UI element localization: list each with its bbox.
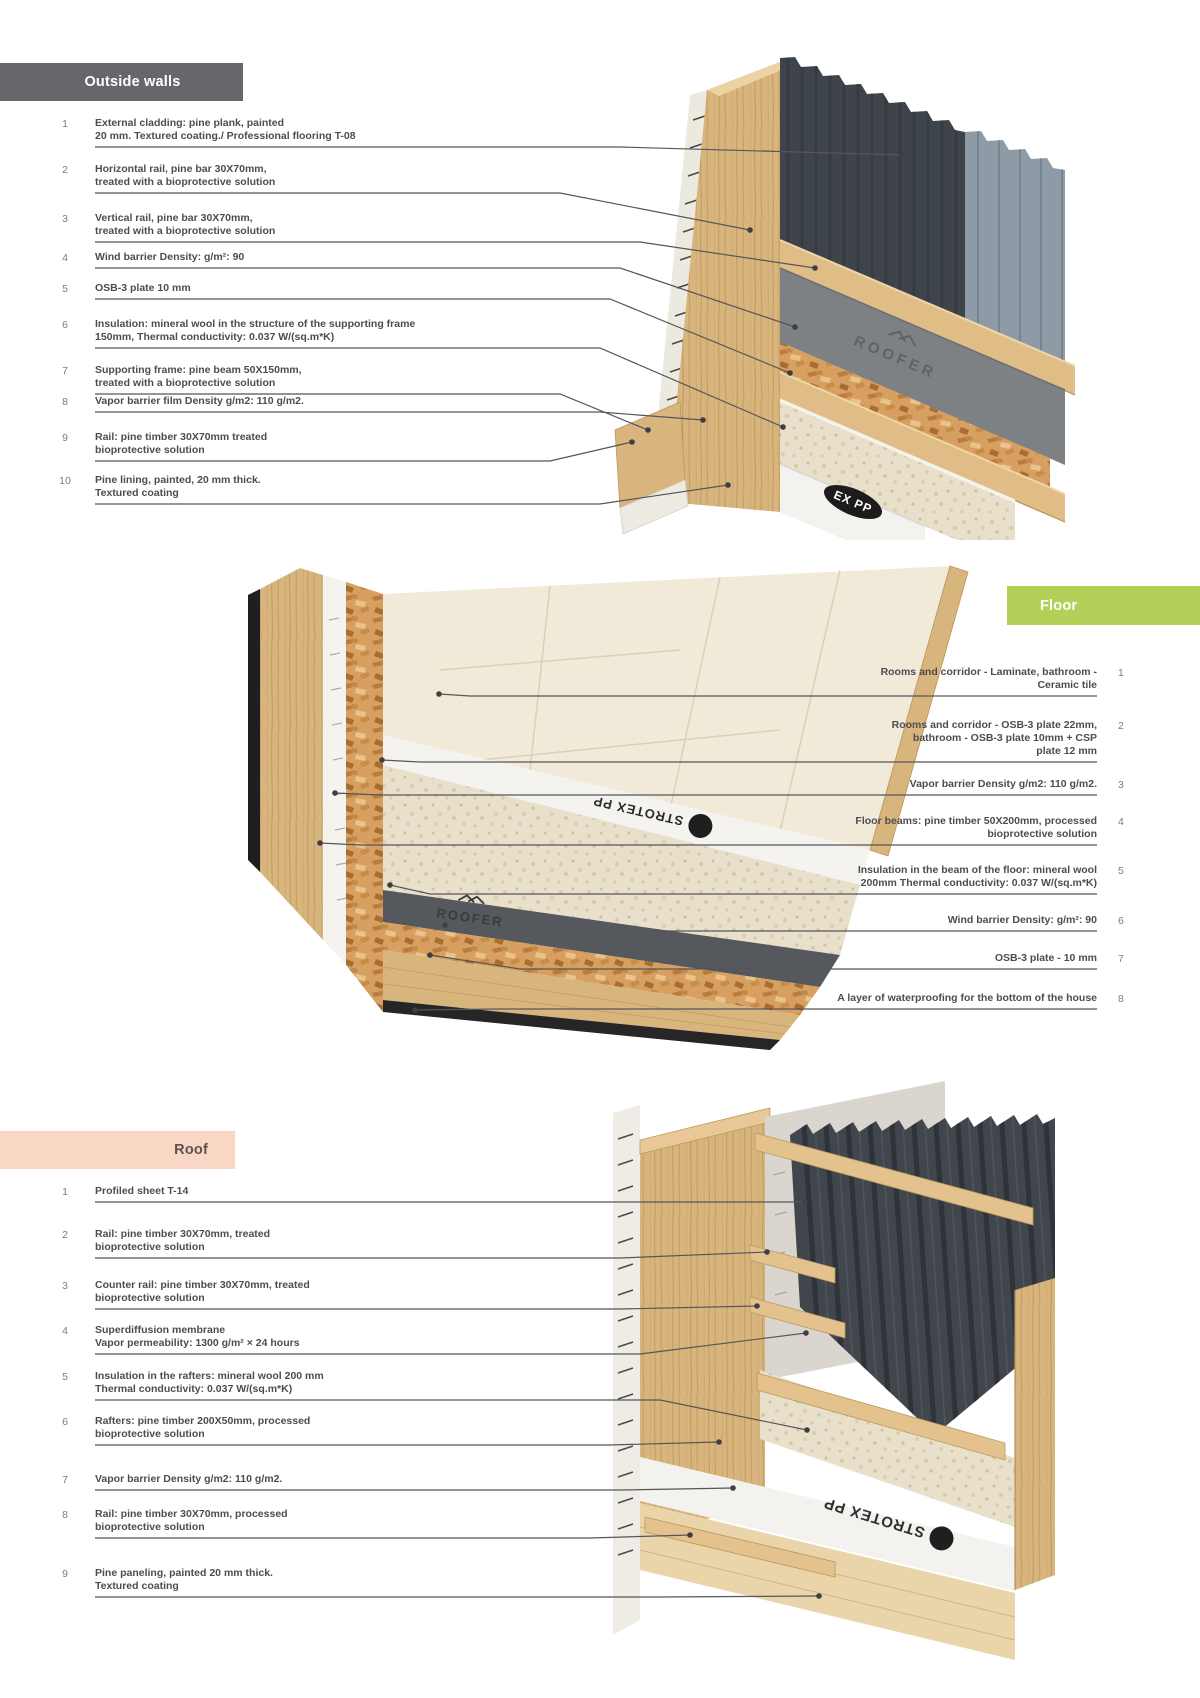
item-text: Counter rail: pine timber 30X70mm, treat… xyxy=(95,1279,310,1304)
item-number: 3 xyxy=(62,1280,68,1292)
item-text: Supporting frame: pine beam 50X150mm, tr… xyxy=(95,364,302,389)
item-number: 9 xyxy=(62,432,68,444)
roof-lining-strip xyxy=(613,1105,640,1635)
item-text: Pine paneling, painted 20 mm thick. Text… xyxy=(95,1567,273,1592)
item-number: 6 xyxy=(62,319,68,331)
item-number: 4 xyxy=(1118,816,1124,828)
item-number: 6 xyxy=(1118,915,1124,927)
item-text: External cladding: pine plank, painted 2… xyxy=(95,117,356,142)
item-number: 8 xyxy=(1118,993,1124,1005)
item-number: 6 xyxy=(62,1416,68,1428)
item-number: 7 xyxy=(62,1474,68,1486)
item-text: Floor beams: pine timber 50X200mm, proce… xyxy=(855,815,1097,840)
item-text: A layer of waterproofing for the bottom … xyxy=(837,992,1097,1004)
item-number: 1 xyxy=(62,118,68,130)
wall-top-face xyxy=(707,62,791,96)
item-number: 10 xyxy=(59,475,71,487)
item-number: 7 xyxy=(1118,953,1124,965)
item-text: Vapor barrier film Density g/m2: 110 g/m… xyxy=(95,395,304,407)
wall-supporting-beam xyxy=(614,401,689,535)
wall-section-illustration: ROOFER EX PP xyxy=(614,57,1076,540)
item-number: 2 xyxy=(62,164,68,176)
floor-section-illustration: STROTEX PP ROOFER xyxy=(248,565,969,1050)
item-text: Insulation in the rafters: mineral wool … xyxy=(95,1370,324,1395)
item-text: Profiled sheet T-14 xyxy=(95,1185,189,1197)
item-text: Vapor barrier Density g/m2: 110 g/m2. xyxy=(909,778,1097,790)
item-text: Superdiffusion membrane Vapor permeabili… xyxy=(95,1324,300,1349)
roof-bottom-rail xyxy=(644,1516,836,1578)
item-number: 3 xyxy=(62,213,68,225)
wall-cladding-layer xyxy=(780,57,1065,362)
item-text: Wind barrier Density: g/m²: 90 xyxy=(95,251,245,263)
section-title: Floor xyxy=(1040,597,1078,614)
roof-section-illustration: STROTEX PP xyxy=(613,1081,1055,1660)
floor-waterproofing-edge xyxy=(248,589,260,872)
item-text: Rooms and corridor - OSB-3 plate 22mm, b… xyxy=(891,719,1097,757)
item-text: OSB-3 plate 10 mm xyxy=(95,282,191,294)
floor-osb-strip xyxy=(346,582,383,1012)
floor-vapor-barrier-strip xyxy=(323,575,348,965)
wall-insulation-layer xyxy=(779,398,1016,540)
item-text: Pine lining, painted, 20 mm thick. Textu… xyxy=(95,474,261,499)
section-title: Outside walls xyxy=(84,74,181,90)
item-text: OSB-3 plate - 10 mm xyxy=(994,952,1097,964)
section-title: Roof xyxy=(174,1142,208,1158)
item-number: 4 xyxy=(62,1325,68,1337)
item-number: 1 xyxy=(1118,667,1124,679)
section-header-floor: Floor xyxy=(1007,586,1200,625)
item-text: Rail: pine timber 30X70mm, processed bio… xyxy=(95,1508,288,1533)
item-number: 7 xyxy=(62,365,68,377)
item-text: Wind barrier Density: g/m²: 90 xyxy=(947,914,1097,926)
item-number: 3 xyxy=(1118,779,1124,791)
floor-insulation-layer xyxy=(383,765,860,955)
wall-osb-layer xyxy=(780,342,1050,488)
item-text: Horizontal rail, pine bar 30X70mm, treat… xyxy=(95,163,276,188)
floor-beam-face xyxy=(260,568,323,940)
item-number: 2 xyxy=(62,1229,68,1241)
floor-laminate-face xyxy=(383,565,969,857)
wall-wind-barrier-membrane: ROOFER xyxy=(779,267,1066,465)
floor-waterproofing-bottom xyxy=(383,1000,780,1050)
item-text: Rooms and corridor - Laminate, bathroom … xyxy=(880,666,1097,691)
item-number: 5 xyxy=(62,1371,68,1383)
roof-profiled-sheet xyxy=(790,1114,1055,1435)
item-number: 8 xyxy=(62,396,68,408)
roof-right-post xyxy=(1014,1278,1055,1590)
item-text: Insulation: mineral wool in the structur… xyxy=(95,318,416,343)
item-number: 2 xyxy=(1118,720,1124,732)
item-number: 4 xyxy=(62,252,68,264)
item-number: 8 xyxy=(62,1509,68,1521)
item-number: 1 xyxy=(62,1186,68,1198)
item-text: Rail: pine timber 30X70mm, treated biopr… xyxy=(95,1228,271,1253)
section-header-roof: Roof xyxy=(0,1131,235,1169)
item-number: 9 xyxy=(62,1568,68,1580)
item-text: Vapor barrier Density g/m2: 110 g/m2. xyxy=(95,1473,283,1485)
item-text: Insulation in the beam of the floor: min… xyxy=(857,864,1097,889)
wall-vapor-barrier-film: EX PP xyxy=(779,463,926,540)
item-text: Rafters: pine timber 200X50mm, processed… xyxy=(95,1415,311,1440)
section-header-outside-walls: Outside walls xyxy=(0,63,243,101)
item-text: Vertical rail, pine bar 30X70mm, treated… xyxy=(95,212,276,237)
item-number: 5 xyxy=(62,283,68,295)
item-number: 5 xyxy=(1118,865,1124,877)
roof-rails xyxy=(749,1132,1034,1461)
item-text: Rail: pine timber 30X70mm treated biopro… xyxy=(95,431,268,456)
